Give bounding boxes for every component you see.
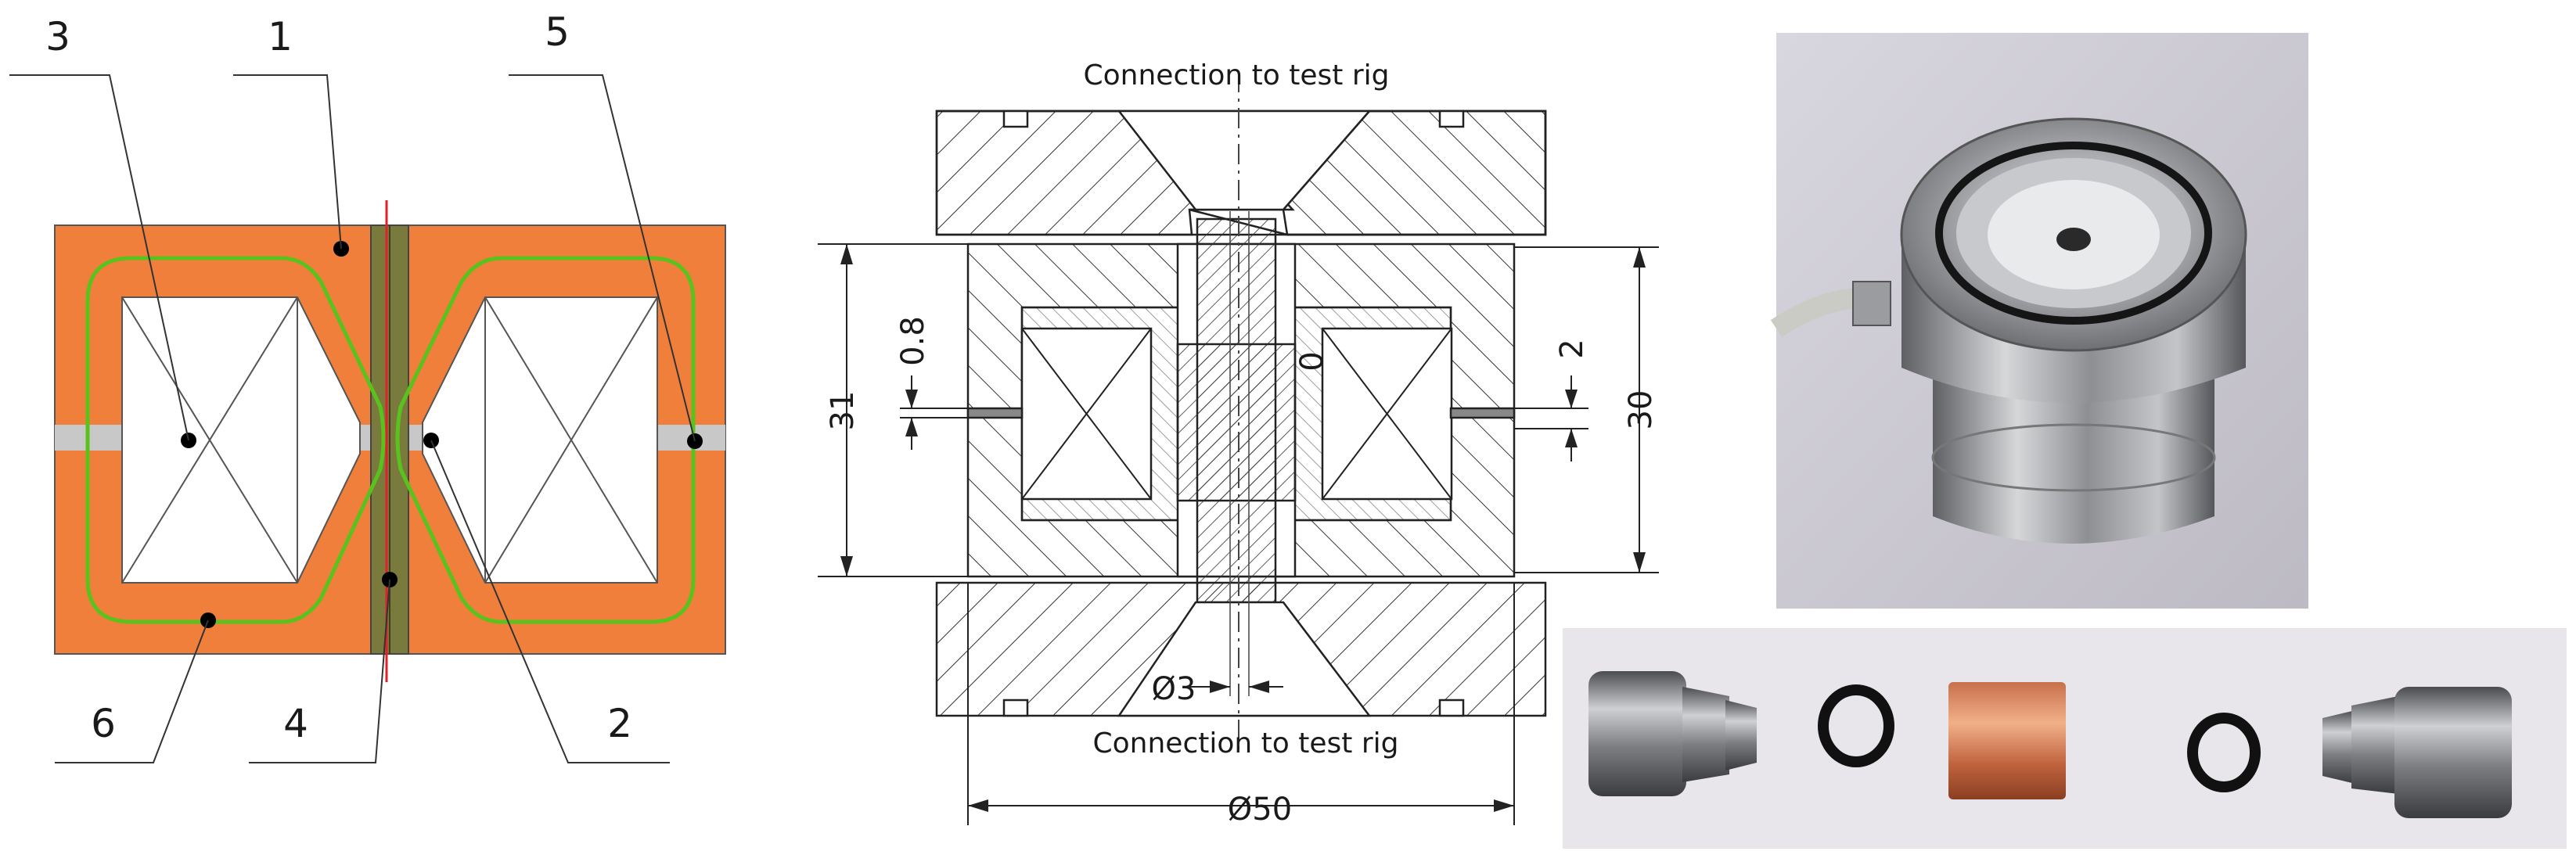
- label-6: 6: [91, 701, 116, 746]
- dimension-diameter-50: Ø50: [1228, 792, 1292, 828]
- sensor-body-lower: [1933, 360, 2214, 544]
- top-cap: [935, 110, 1547, 236]
- coil-right: [422, 296, 658, 584]
- bottom-cap: [935, 581, 1547, 717]
- o-ring-left: [1818, 684, 1894, 767]
- label-4: 4: [283, 701, 308, 746]
- cross-section-drawing: Connection to test rig Connection to tes…: [818, 59, 1659, 828]
- o-ring-right: [2187, 713, 2261, 792]
- dimension-31: 31: [825, 391, 861, 431]
- assembled-sensor-photo: [1770, 33, 2308, 609]
- steel-part-right: [2322, 687, 2512, 818]
- label-connection-top: Connection to test rig: [1084, 59, 1390, 92]
- label-1: 1: [268, 14, 293, 59]
- label-2: 2: [607, 701, 632, 746]
- dimension-30: 30: [1623, 390, 1659, 430]
- dimension-0: 0: [1294, 351, 1330, 371]
- copper-sleeve: [1948, 682, 2066, 799]
- dimension-0-8: 0.8: [895, 316, 931, 366]
- steel-part-left: [1588, 671, 1757, 796]
- disassembled-parts-photo: [1563, 628, 2567, 849]
- flux-path-left: [85, 256, 386, 624]
- dimension-2: 2: [1554, 339, 1590, 358]
- magnetic-circuit-schematic: 3 1 5 6 4 2: [9, 9, 726, 763]
- sensor-o-ring: [1935, 142, 2212, 325]
- leader-lines: [9, 74, 696, 763]
- label-connection-bottom: Connection to test rig: [1093, 727, 1399, 760]
- dimension-lines: [818, 243, 1659, 825]
- middle-body: [966, 217, 1516, 604]
- coil-left: [121, 296, 361, 584]
- dimension-diameter-3: Ø3: [1152, 671, 1196, 707]
- label-3: 3: [45, 14, 70, 59]
- dimension-arrows: [840, 244, 1646, 812]
- gap-center-right: [405, 425, 423, 451]
- label-5: 5: [545, 9, 570, 55]
- sensor-center-hole: [2056, 228, 2091, 251]
- flux-path-right: [395, 256, 696, 624]
